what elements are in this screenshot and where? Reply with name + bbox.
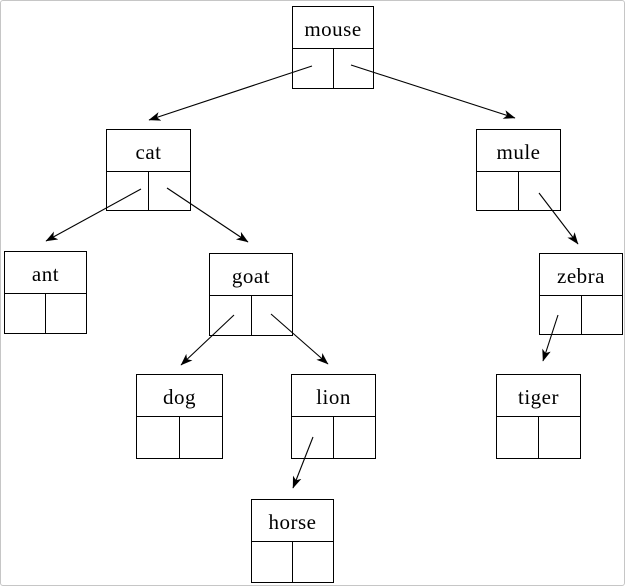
node-pointer-cells bbox=[540, 296, 622, 334]
tree-node-mouse: mouse bbox=[292, 6, 374, 89]
left-pointer-cell bbox=[252, 542, 293, 582]
tree-node-dog: dog bbox=[136, 374, 223, 459]
node-pointer-cells bbox=[107, 172, 190, 210]
right-pointer-cell bbox=[334, 49, 374, 88]
node-label-horse: horse bbox=[252, 500, 333, 542]
tree-node-zebra: zebra bbox=[539, 253, 623, 335]
tree-node-horse: horse bbox=[251, 499, 334, 583]
left-pointer-cell bbox=[293, 49, 334, 88]
arrow-mouse-cat bbox=[148, 65, 313, 121]
right-pointer-cell bbox=[519, 172, 560, 210]
right-pointer-cell bbox=[180, 417, 222, 458]
node-pointer-cells bbox=[293, 49, 373, 88]
left-pointer-cell bbox=[292, 417, 334, 458]
right-pointer-cell bbox=[539, 417, 580, 458]
node-label-dog: dog bbox=[137, 375, 222, 417]
node-label-mouse: mouse bbox=[293, 7, 373, 49]
node-label-zebra: zebra bbox=[540, 254, 622, 296]
tree-node-goat: goat bbox=[209, 253, 293, 336]
node-pointer-cells bbox=[497, 417, 580, 458]
right-pointer-cell bbox=[334, 417, 375, 458]
left-pointer-cell bbox=[210, 296, 252, 335]
right-pointer-cell bbox=[293, 542, 333, 582]
left-pointer-cell bbox=[540, 296, 582, 334]
arrow-mouse-mule bbox=[350, 64, 516, 119]
tree-node-tiger: tiger bbox=[496, 374, 581, 459]
right-pointer-cell bbox=[46, 294, 86, 333]
tree-node-cat: cat bbox=[106, 129, 191, 211]
node-pointer-cells bbox=[477, 172, 560, 210]
node-label-tiger: tiger bbox=[497, 375, 580, 417]
node-pointer-cells bbox=[210, 296, 292, 335]
node-pointer-cells bbox=[137, 417, 222, 458]
node-pointer-cells bbox=[5, 294, 86, 333]
node-pointer-cells bbox=[292, 417, 375, 458]
node-pointer-cells bbox=[252, 542, 333, 582]
left-pointer-cell bbox=[107, 172, 149, 210]
node-label-cat: cat bbox=[107, 130, 190, 172]
right-pointer-cell bbox=[252, 296, 293, 335]
node-label-ant: ant bbox=[5, 252, 86, 294]
left-pointer-cell bbox=[497, 417, 539, 458]
left-pointer-cell bbox=[137, 417, 180, 458]
node-label-mule: mule bbox=[477, 130, 560, 172]
right-pointer-cell bbox=[582, 296, 623, 334]
tree-node-ant: ant bbox=[4, 251, 87, 334]
node-label-lion: lion bbox=[292, 375, 375, 417]
left-pointer-cell bbox=[477, 172, 519, 210]
right-pointer-cell bbox=[149, 172, 190, 210]
tree-node-lion: lion bbox=[291, 374, 376, 459]
left-pointer-cell bbox=[5, 294, 46, 333]
node-label-goat: goat bbox=[210, 254, 292, 296]
tree-node-mule: mule bbox=[476, 129, 561, 211]
